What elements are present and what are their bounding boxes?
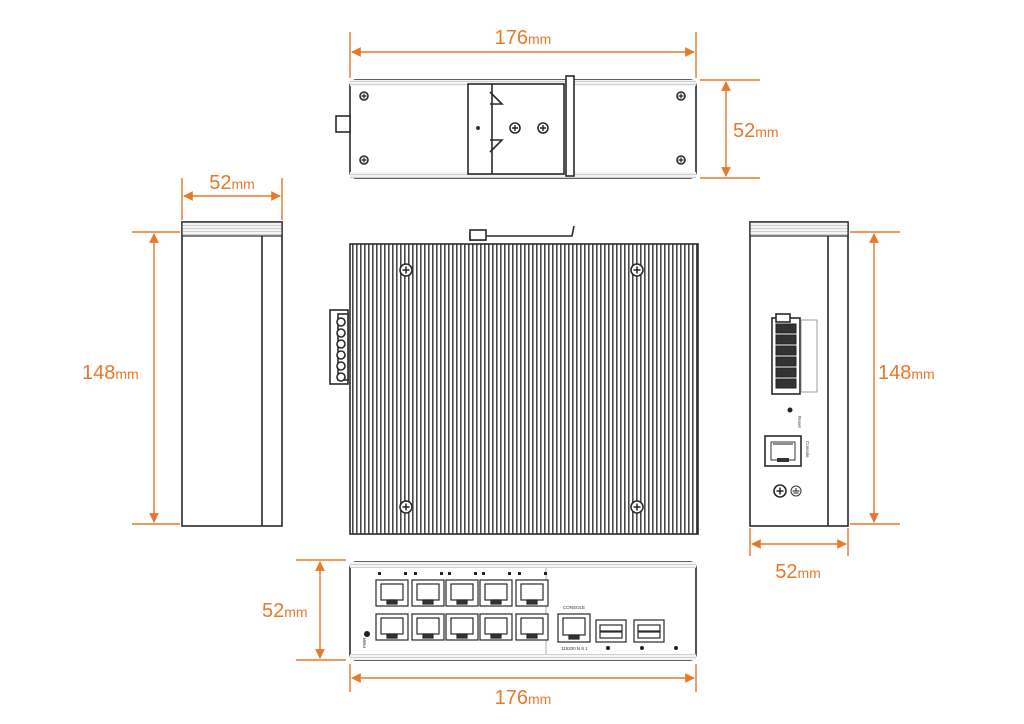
dim-value: 52 (775, 561, 797, 583)
screw-icon (630, 500, 644, 514)
baud-label: 115200 N 8 1 (561, 646, 588, 651)
dimension-left-width: 52mm (181, 172, 283, 220)
screw-icon (359, 91, 369, 101)
rj45-port[interactable] (445, 613, 479, 641)
rj45-port[interactable] (515, 613, 549, 641)
rj45-port[interactable] (375, 579, 409, 607)
ground-screw-icon (773, 484, 787, 498)
dim-value: 52 (733, 120, 755, 142)
dim-value: 148 (878, 362, 911, 384)
rj45-port[interactable] (479, 613, 513, 641)
power-terminal-block (771, 313, 818, 395)
dim-unit: mm (755, 124, 778, 140)
front-console-port[interactable] (557, 613, 591, 643)
dimension-front-height: 52mm (262, 559, 346, 661)
svg-text:176mm: 176mm (495, 27, 552, 49)
dim-unit: mm (115, 366, 138, 382)
terminal-block-stub (335, 115, 351, 133)
rj45-port[interactable] (479, 579, 513, 607)
dim-value: 52 (262, 600, 284, 622)
reset-button[interactable] (787, 407, 793, 413)
svg-text:52mm: 52mm (775, 561, 821, 583)
main-heatsink-view (329, 225, 699, 535)
dimension-top-width: 176mm (349, 27, 697, 78)
dimension-left-height: 148mm (82, 231, 180, 525)
dim-unit: mm (528, 691, 551, 707)
top-view (335, 75, 697, 179)
dim-unit: mm (528, 31, 551, 47)
rj45-port[interactable] (411, 579, 445, 607)
svg-text:176mm: 176mm (495, 687, 552, 709)
screw-icon (676, 91, 686, 101)
dim-unit: mm (911, 366, 934, 382)
screw-icon (509, 122, 521, 134)
screw-icon (537, 122, 549, 134)
rj45-port-row-bottom (375, 613, 549, 641)
dim-value: 52 (209, 172, 231, 194)
rj45-port[interactable] (515, 579, 549, 607)
left-view-body (181, 221, 283, 527)
front-console-label: CONSOLE (563, 605, 585, 610)
rj45-port[interactable] (411, 613, 445, 641)
terminal-block (329, 309, 349, 385)
dim-value: 176 (495, 687, 528, 709)
pwr-led (364, 631, 370, 637)
heatsink-fins (349, 243, 699, 535)
sfp-port[interactable] (633, 619, 665, 643)
screw-icon (630, 263, 644, 277)
dimension-front-width: 176mm (349, 664, 697, 709)
rj45-port[interactable] (375, 613, 409, 641)
dim-unit: mm (231, 176, 254, 192)
svg-text:52mm: 52mm (733, 120, 779, 142)
svg-text:52mm: 52mm (209, 172, 255, 194)
rj45-port-row-top (375, 579, 549, 607)
dim-unit: mm (797, 565, 820, 581)
dim-value: 176 (495, 27, 528, 49)
pwr-label: PWR (362, 637, 367, 648)
screw-icon (399, 500, 413, 514)
rj45-port[interactable] (445, 579, 479, 607)
screw-icon (676, 155, 686, 165)
dim-value: 148 (82, 362, 115, 384)
screw-icon (399, 263, 413, 277)
svg-text:148mm: 148mm (878, 362, 935, 384)
dim-unit: mm (284, 604, 307, 620)
screw-icon (359, 155, 369, 165)
dimension-right-width: 52mm (749, 528, 849, 583)
front-view-body (349, 561, 697, 661)
sfp-port[interactable] (595, 619, 627, 643)
svg-text:52mm: 52mm (262, 600, 308, 622)
console-label: Console (805, 441, 810, 458)
port-led-row (378, 572, 547, 575)
dimension-top-height: 52mm (700, 79, 779, 179)
dimension-right-height: 148mm (850, 231, 935, 525)
ground-symbol-icon (790, 485, 802, 497)
left-side-view (181, 221, 283, 527)
reset-label: Reset (797, 416, 802, 429)
svg-text:148mm: 148mm (82, 362, 139, 384)
front-view: PWR CONSOLE 115200 N 8 1 (349, 561, 697, 661)
right-side-view: Reset Console (749, 221, 849, 527)
console-port[interactable] (764, 435, 802, 467)
